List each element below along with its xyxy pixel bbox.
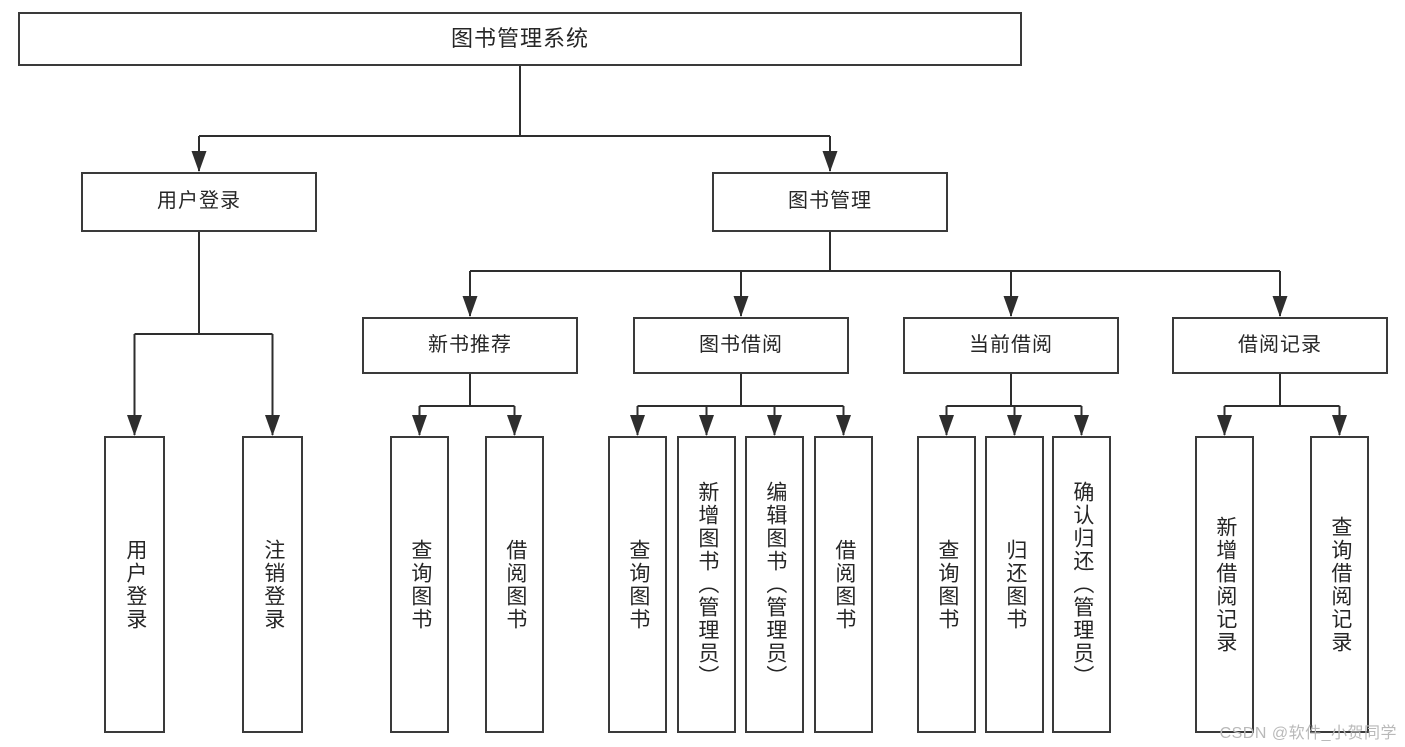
node-records[interactable]: 借阅记录	[1172, 317, 1388, 374]
node-l-cu-return[interactable]: 归还图书	[985, 436, 1044, 733]
node-l-cu-query[interactable]: 查询图书	[917, 436, 976, 733]
node-label: 查询图书	[626, 538, 650, 631]
edge-arrowhead-icon	[822, 151, 838, 172]
edge-arrowhead-icon	[412, 415, 427, 436]
node-label: 查询借阅记录	[1328, 515, 1352, 654]
node-l-cu-confirm[interactable]: 确认归还（管理员）	[1052, 436, 1111, 733]
node-l-logout[interactable]: 注销登录	[242, 436, 303, 733]
node-label: 查询图书	[408, 538, 432, 631]
node-l-bo-edit[interactable]: 编辑图书（管理员）	[745, 436, 804, 733]
node-label: 借阅图书	[832, 538, 856, 631]
node-login[interactable]: 用户登录	[81, 172, 317, 232]
edge-arrowhead-icon	[507, 415, 522, 436]
node-label: 图书管理系统	[450, 26, 589, 52]
edge-arrowhead-icon	[939, 415, 954, 436]
node-label: 归还图书	[1003, 538, 1027, 631]
node-l-login[interactable]: 用户登录	[104, 436, 165, 733]
edge-arrowhead-icon	[733, 296, 749, 317]
node-label: 新书推荐	[428, 333, 512, 356]
edge-arrowhead-icon	[1332, 415, 1347, 436]
node-label: 图书借阅	[699, 333, 783, 356]
edge-arrowhead-icon	[836, 415, 851, 436]
node-label: 借阅图书	[503, 538, 527, 631]
node-l-bo-add[interactable]: 新增图书（管理员）	[677, 436, 736, 733]
node-l-nb-borrow[interactable]: 借阅图书	[485, 436, 544, 733]
edge-arrowhead-icon	[630, 415, 645, 436]
node-borrow[interactable]: 图书借阅	[633, 317, 849, 374]
node-l-bo-lend[interactable]: 借阅图书	[814, 436, 873, 733]
node-label: 注销登录	[261, 538, 285, 631]
edge-arrowhead-icon	[265, 415, 280, 436]
node-label: 用户登录	[157, 190, 241, 213]
node-label: 用户登录	[123, 538, 147, 631]
node-l-nb-query[interactable]: 查询图书	[390, 436, 449, 733]
edge-arrowhead-icon	[1272, 296, 1288, 317]
node-label: 确认归还（管理员）	[1070, 481, 1094, 688]
node-label: 借阅记录	[1238, 333, 1322, 356]
edge-arrowhead-icon	[699, 415, 714, 436]
edge-arrowhead-icon	[191, 151, 207, 172]
edge-arrowhead-icon	[1074, 415, 1089, 436]
edge-arrowhead-icon	[1003, 296, 1019, 317]
node-l-re-query[interactable]: 查询借阅记录	[1310, 436, 1369, 733]
edge-arrowhead-icon	[1007, 415, 1022, 436]
watermark-text: CSDN @软件_小贺同学	[1219, 725, 1397, 742]
node-label: 新增图书（管理员）	[695, 481, 719, 688]
edge-arrowhead-icon	[462, 296, 478, 317]
node-label: 查询图书	[935, 538, 959, 631]
node-root[interactable]: 图书管理系统	[18, 12, 1022, 66]
node-newbook[interactable]: 新书推荐	[362, 317, 578, 374]
node-l-bo-query[interactable]: 查询图书	[608, 436, 667, 733]
edge-arrowhead-icon	[767, 415, 782, 436]
node-label: 当前借阅	[969, 333, 1053, 356]
node-label: 图书管理	[788, 190, 872, 213]
node-label: 编辑图书（管理员）	[763, 481, 787, 688]
node-current[interactable]: 当前借阅	[903, 317, 1119, 374]
node-l-re-add[interactable]: 新增借阅记录	[1195, 436, 1254, 733]
node-label: 新增借阅记录	[1213, 515, 1237, 654]
node-bookmgmt[interactable]: 图书管理	[712, 172, 948, 232]
edge-arrowhead-icon	[127, 415, 142, 436]
edge-arrowhead-icon	[1217, 415, 1232, 436]
